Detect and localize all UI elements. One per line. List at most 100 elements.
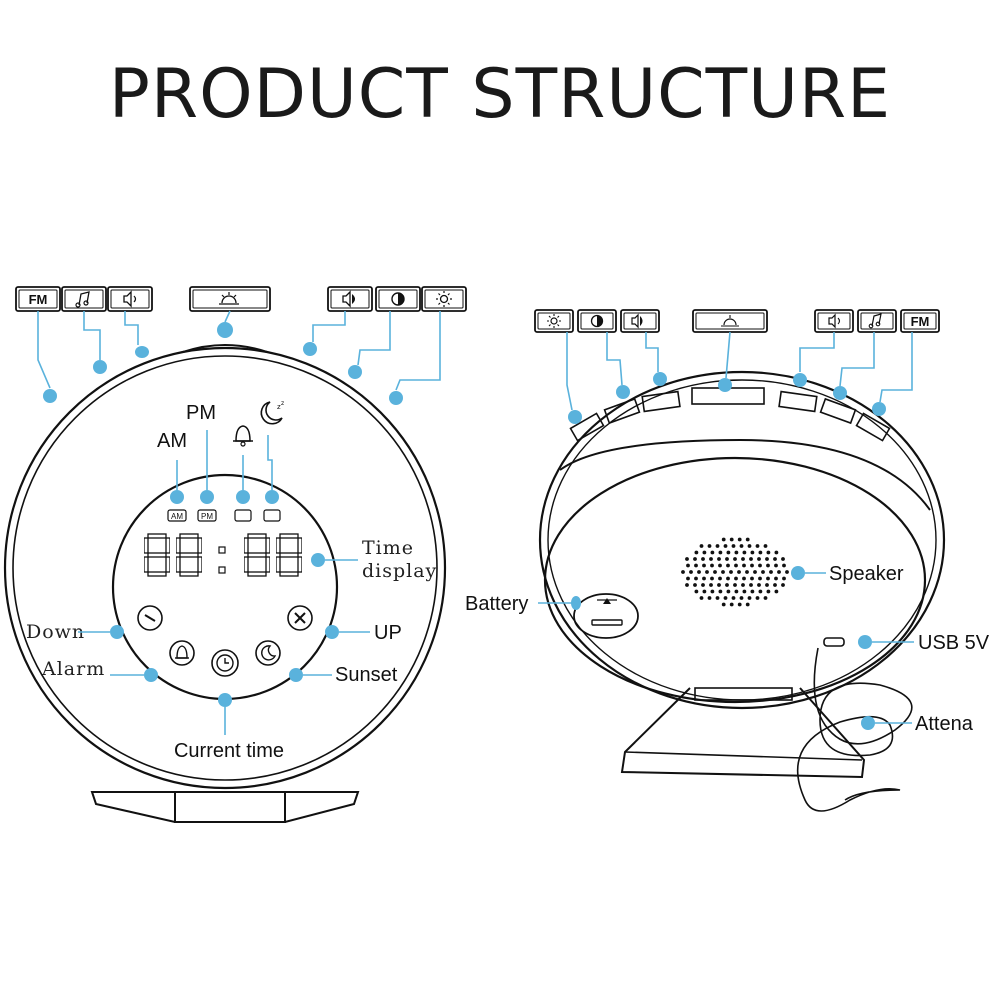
grille-hole xyxy=(765,583,769,587)
plus-button[interactable] xyxy=(287,605,313,631)
grille-hole xyxy=(766,563,770,568)
grille-hole xyxy=(718,550,723,555)
grille-hole xyxy=(715,596,720,600)
time-digits xyxy=(144,533,302,577)
music-note-icon xyxy=(75,291,90,308)
back-dimmer-button[interactable] xyxy=(577,309,617,333)
grille-hole xyxy=(734,589,739,594)
fm-button[interactable]: FM xyxy=(15,286,61,312)
back-volume-up-button[interactable] xyxy=(620,309,660,333)
grille-hole xyxy=(694,550,699,555)
grille-hole xyxy=(725,583,729,587)
back-fm-button[interactable]: FM xyxy=(900,309,940,333)
back-snooze-button[interactable] xyxy=(692,309,768,333)
minus-button[interactable] xyxy=(137,605,163,631)
grille-hole xyxy=(781,557,785,561)
brightness-button[interactable] xyxy=(421,286,467,312)
display-circle xyxy=(111,473,339,701)
brightness-icon xyxy=(547,314,561,328)
grille-hole xyxy=(726,550,731,555)
grille-hole xyxy=(731,596,736,600)
music-button[interactable] xyxy=(61,286,107,312)
sunset-button[interactable] xyxy=(255,640,281,666)
grille-hole xyxy=(763,544,768,548)
grille-hole xyxy=(766,589,771,594)
grille-hole xyxy=(702,576,706,581)
speaker-label: Speaker xyxy=(829,563,904,585)
grille-hole xyxy=(707,544,712,548)
grille-hole xyxy=(742,550,747,555)
front-inner-ring xyxy=(12,355,438,781)
grille-hole xyxy=(774,589,779,594)
grille-hole xyxy=(694,589,699,594)
grille-hole xyxy=(734,550,739,555)
grille-hole xyxy=(757,583,761,587)
grille-hole xyxy=(733,557,737,561)
usb-port xyxy=(823,637,845,647)
grille-hole xyxy=(715,544,720,548)
grille-hole xyxy=(710,576,714,581)
clock-icon xyxy=(216,654,234,672)
pm-label: PM xyxy=(186,402,216,424)
grille-hole xyxy=(745,602,750,607)
grille-hole xyxy=(734,563,738,568)
grille-hole xyxy=(721,570,725,574)
volume-icon xyxy=(828,313,841,329)
back-edge-buttons xyxy=(569,387,891,442)
grille-hole xyxy=(721,537,726,542)
grille-hole xyxy=(718,563,722,568)
down-label: Down xyxy=(26,621,85,643)
alarm-callout: Alarm xyxy=(41,658,158,682)
back-top-edge xyxy=(559,438,931,511)
back-fm-button-label: FM xyxy=(911,314,930,329)
alarm-button[interactable] xyxy=(169,640,195,666)
grille-hole xyxy=(734,576,738,581)
grille-hole xyxy=(681,570,685,574)
grille-hole xyxy=(699,596,704,600)
alarm-label: Alarm xyxy=(41,658,105,680)
svg-text:z: z xyxy=(281,400,284,407)
grille-hole xyxy=(737,570,741,574)
grille-hole xyxy=(745,570,749,574)
grille-hole xyxy=(773,557,777,561)
grille-hole xyxy=(774,576,778,581)
grille-hole xyxy=(729,570,733,574)
grille-hole xyxy=(758,550,763,555)
front-top-leaders xyxy=(37,310,441,405)
grille-hole xyxy=(699,544,704,548)
clock-button[interactable] xyxy=(211,649,239,677)
back-music-button[interactable] xyxy=(857,309,897,333)
back-volume-down-button[interactable] xyxy=(814,309,854,333)
grille-hole xyxy=(781,583,785,587)
grille-hole xyxy=(739,596,744,600)
grille-hole xyxy=(701,583,705,587)
speaker-grille xyxy=(681,537,789,607)
grille-hole xyxy=(737,602,742,607)
music-note-icon xyxy=(868,313,882,329)
grille-hole xyxy=(726,589,731,594)
fm-button-label: FM xyxy=(29,292,48,307)
speaker-callout: Speaker xyxy=(791,563,904,585)
grille-hole xyxy=(686,576,690,581)
front-stand xyxy=(90,791,360,823)
grille-hole xyxy=(697,570,701,574)
grille-hole xyxy=(702,550,707,555)
grille-hole xyxy=(782,576,786,581)
back-outer-shell xyxy=(538,370,946,710)
grille-hole xyxy=(710,589,715,594)
back-panel xyxy=(543,456,927,704)
time-display-label-line2: display xyxy=(362,560,437,582)
volume-up-button[interactable] xyxy=(327,286,373,312)
page-title: PRODUCT STRUCTURE xyxy=(108,55,892,134)
antenna-label: Attena xyxy=(915,713,974,735)
up-callout: UP xyxy=(325,622,402,644)
dimmer-button[interactable] xyxy=(375,286,421,312)
snooze-button[interactable] xyxy=(189,286,271,312)
down-callout: Down xyxy=(26,621,124,643)
grille-hole xyxy=(741,583,745,587)
grille-hole xyxy=(737,537,742,542)
back-brightness-button[interactable] xyxy=(534,309,574,333)
volume-down-button[interactable] xyxy=(107,286,153,312)
grille-hole xyxy=(747,596,752,600)
